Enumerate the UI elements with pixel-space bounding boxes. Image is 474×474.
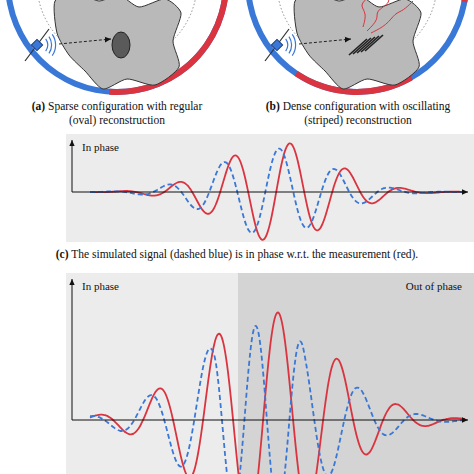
region-label: Out of phase — [406, 280, 462, 292]
emitted-wave — [285, 39, 288, 52]
caption: (c) The simulated signal (dashed blue) i… — [8, 248, 466, 262]
y-axis — [72, 279, 73, 420]
striped-reconstruction — [365, 35, 383, 51]
antenna — [31, 39, 42, 50]
antenna-ring — [245, 0, 469, 95]
oval-reconstruction — [112, 32, 130, 58]
caption: (b) Dense configuration with oscillating… — [258, 100, 458, 128]
wave-direction — [299, 39, 351, 44]
measured-signal — [90, 312, 465, 474]
scattered-wave — [367, 0, 389, 31]
antenna-mast — [25, 29, 49, 61]
emitted-wave — [45, 39, 48, 52]
antenna-mast — [265, 29, 289, 61]
measurement-setup — [245, 0, 469, 95]
caption: (a) Sparse configuration with regular (o… — [22, 100, 212, 128]
striped-reconstruction — [361, 36, 379, 52]
y-axis — [72, 140, 73, 192]
region-label: In phase — [82, 141, 119, 153]
emitted-wave — [292, 34, 296, 56]
object-shape — [294, 0, 421, 89]
out-of-phase-region — [238, 273, 474, 474]
simulated-signal — [90, 326, 465, 474]
region-label: In phase — [82, 280, 119, 292]
antenna-ring-segment — [449, 0, 469, 2]
in-phase-region — [66, 273, 238, 474]
object-shape — [54, 0, 181, 89]
measurement-setup — [5, 0, 229, 95]
emitted-wave — [288, 36, 292, 53]
caption-text: The simulated signal (dashed blue) is in… — [71, 248, 418, 260]
caption-tag: (a) — [32, 100, 45, 112]
caption-text: Sparse configuration with regular (oval)… — [48, 100, 202, 126]
caption-tag: (c) — [56, 248, 69, 260]
antenna — [271, 39, 282, 50]
panel-background — [66, 134, 474, 242]
x-axis — [72, 192, 468, 193]
simulated-signal — [90, 149, 465, 233]
emitted-wave — [52, 34, 56, 56]
scattered-wave — [362, 0, 369, 27]
emitted-wave — [48, 36, 52, 53]
wave-direction — [59, 39, 111, 44]
scattered-wave — [371, 1, 413, 33]
caption-text: Dense configuration with oscillating (st… — [283, 100, 451, 126]
antenna-ring — [5, 0, 229, 95]
x-axis — [72, 420, 468, 421]
caption-tag: (b) — [266, 100, 280, 112]
